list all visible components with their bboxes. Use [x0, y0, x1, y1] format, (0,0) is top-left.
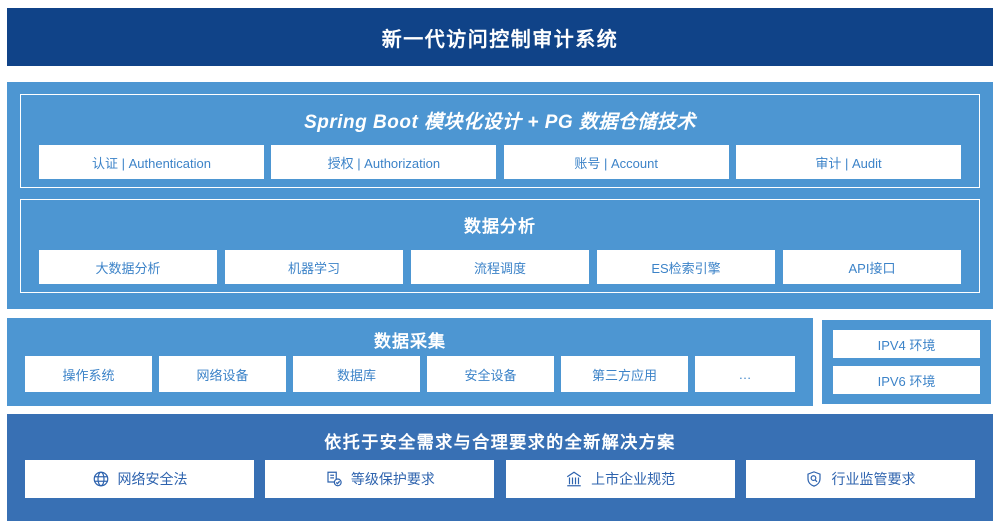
tile-label: 审计 | Audit: [815, 155, 882, 171]
tile-label: 网络安全法: [117, 471, 188, 487]
tile-cybersecurity-law[interactable]: 网络安全法: [25, 460, 254, 498]
ip-environment-tile-stack: IPV4 环境 IPV6 环境: [833, 330, 980, 394]
spring-boot-band-title: Spring Boot 模块化设计 + PG 数据仓储技术: [304, 112, 696, 133]
tile-ipv6-environment[interactable]: IPV6 环境: [833, 366, 980, 394]
tile-label: 网络设备: [196, 367, 249, 383]
tile-account[interactable]: 账号 | Account: [503, 145, 729, 179]
tile-label: 认证 | Authentication: [92, 155, 211, 171]
tile-label: 安全设备: [464, 367, 517, 383]
data-collection-section: 数据采集 操作系统 网络设备 数据库 安全设备 第三方应用 …: [7, 318, 813, 406]
tile-label: IPV6 环境: [877, 373, 936, 389]
data-analysis-band-title: 数据分析: [464, 217, 536, 236]
tile-listed-company-standard[interactable]: 上市企业规范: [505, 460, 735, 498]
tile-label: 机器学习: [287, 260, 340, 276]
tile-operating-system[interactable]: 操作系统: [25, 356, 152, 392]
tile-security-device[interactable]: 安全设备: [427, 356, 554, 392]
tile-label: 大数据分析: [95, 260, 161, 276]
tile-authentication[interactable]: 认证 | Authentication: [39, 145, 264, 179]
tile-label: 行业监管要求: [831, 471, 916, 487]
tile-database[interactable]: 数据库: [293, 356, 420, 392]
page-title: 新一代访问控制审计系统: [381, 28, 619, 51]
tile-label: 上市企业规范: [591, 471, 676, 487]
data-analysis-tile-row: 大数据分析 机器学习 流程调度 ES检索引擎 API接口: [39, 250, 961, 284]
tile-label: 账号 | Account: [574, 155, 658, 171]
shield-search-icon: [805, 470, 823, 488]
tile-label: ES检索引擎: [651, 260, 721, 276]
tile-classified-protection[interactable]: 等级保护要求: [265, 460, 495, 498]
data-collection-tile-row: 操作系统 网络设备 数据库 安全设备 第三方应用 …: [25, 356, 795, 392]
page-header: 新一代访问控制审计系统: [7, 8, 993, 66]
data-analysis-band: 数据分析 大数据分析 机器学习 流程调度 ES检索引擎 API接口: [20, 199, 980, 293]
tile-api-interface[interactable]: API接口: [783, 250, 961, 284]
tile-network-device[interactable]: 网络设备: [159, 356, 286, 392]
solution-tile-row: 网络安全法 等级保护要求: [25, 460, 975, 498]
globe-icon: [92, 470, 110, 488]
document-check-icon: [325, 470, 343, 488]
tile-label: …: [738, 366, 752, 382]
tile-process-scheduling[interactable]: 流程调度: [411, 250, 589, 284]
solution-title: 依托于安全需求与合理要求的全新解决方案: [324, 433, 676, 452]
tile-industry-regulation[interactable]: 行业监管要求: [745, 460, 975, 498]
tile-third-party-app[interactable]: 第三方应用: [561, 356, 688, 392]
tile-label: 流程调度: [473, 260, 526, 276]
tile-machine-learning[interactable]: 机器学习: [225, 250, 403, 284]
solution-section: 依托于安全需求与合理要求的全新解决方案 网络安全法: [7, 414, 993, 521]
tile-label: API接口: [848, 260, 896, 276]
tile-label: 授权 | Authorization: [327, 155, 441, 171]
tile-label: 等级保护要求: [350, 471, 435, 487]
tile-label: 数据库: [336, 367, 376, 383]
spring-boot-tile-row: 认证 | Authentication 授权 | Authorization 账…: [39, 145, 961, 179]
tile-label: 第三方应用: [591, 367, 657, 383]
tile-ipv4-environment[interactable]: IPV4 环境: [833, 330, 980, 358]
tile-big-data-analysis[interactable]: 大数据分析: [39, 250, 217, 284]
ip-environment-section: IPV4 环境 IPV6 环境: [820, 318, 993, 406]
data-collection-title: 数据采集: [374, 332, 446, 351]
platform-section: Spring Boot 模块化设计 + PG 数据仓储技术 认证 | Authe…: [7, 82, 993, 309]
tile-more[interactable]: …: [695, 356, 795, 392]
spring-boot-band: Spring Boot 模块化设计 + PG 数据仓储技术 认证 | Authe…: [20, 94, 980, 188]
tile-es-search-engine[interactable]: ES检索引擎: [597, 250, 775, 284]
tile-label: IPV4 环境: [877, 337, 936, 353]
tile-authorization[interactable]: 授权 | Authorization: [271, 145, 497, 179]
tile-audit[interactable]: 审计 | Audit: [735, 145, 961, 179]
tile-label: 操作系统: [62, 367, 115, 383]
bank-icon: [565, 470, 583, 488]
